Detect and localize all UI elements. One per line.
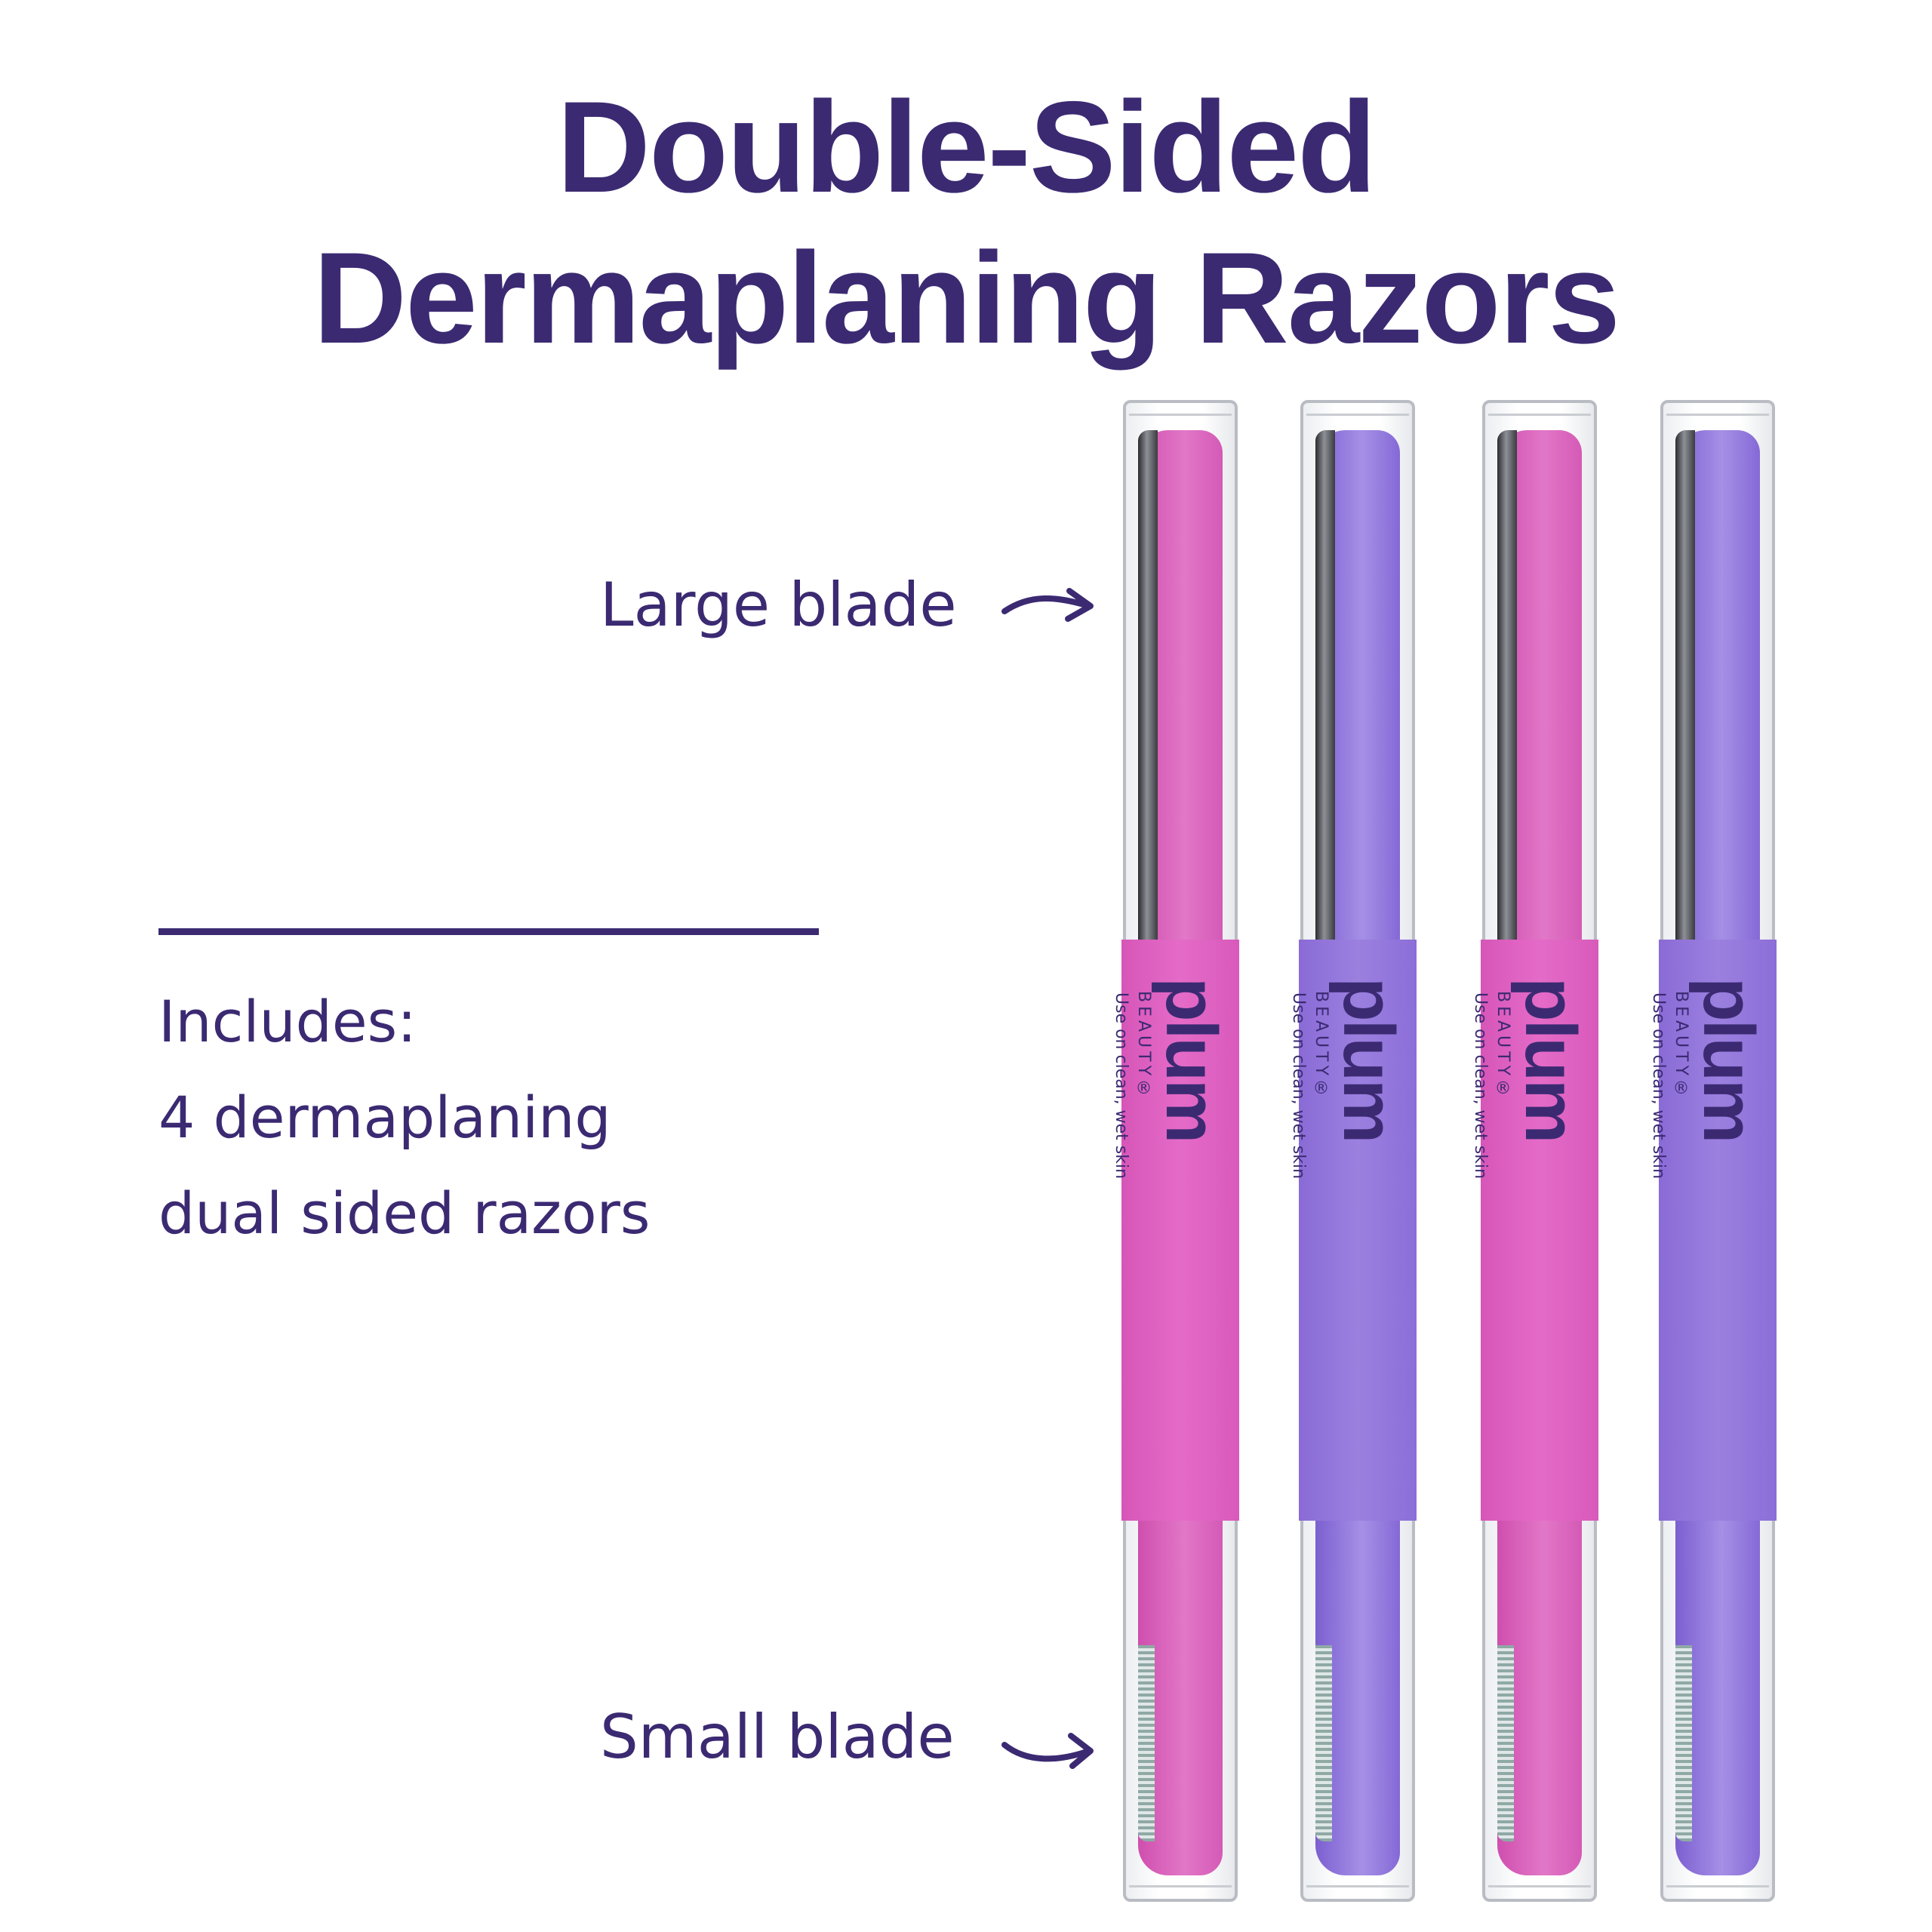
brand-logo: plum	[1328, 977, 1409, 1142]
brand-sub: BEAUTY®	[1134, 991, 1153, 1103]
includes-line-2: dual sided razors	[158, 1180, 651, 1247]
includes-heading: Includes:	[158, 988, 417, 1055]
brand-logo: plum	[1151, 977, 1232, 1142]
razor-2: plum BEAUTY® Use on clean, wet skin	[1289, 400, 1417, 1902]
usage-note: Use on clean, wet skin	[1112, 992, 1131, 1180]
title-line-2: Dermaplaning Razors	[312, 226, 1620, 371]
arrow-right-icon	[1001, 588, 1094, 622]
brand-sub: BEAUTY®	[1312, 991, 1331, 1103]
large-blade-label: Large blade	[600, 570, 957, 640]
razor-brand: plum BEAUTY® Use on clean, wet skin	[1471, 977, 1591, 1506]
razor-sleeve	[1481, 940, 1598, 1521]
razor-brand: plum BEAUTY® Use on clean, wet skin	[1289, 977, 1409, 1506]
razor-3: plum BEAUTY® Use on clean, wet skin	[1471, 400, 1598, 1902]
razor-sleeve	[1299, 940, 1417, 1521]
razor-4: plum BEAUTY® Use on clean, wet skin	[1649, 400, 1777, 1902]
page-title: Double-Sided Dermaplaning Razors	[0, 72, 1932, 374]
arrow-right-icon	[1001, 1733, 1094, 1769]
usage-note: Use on clean, wet skin	[1289, 992, 1308, 1180]
small-blade-label: Small blade	[600, 1702, 955, 1772]
razor-sleeve	[1121, 940, 1239, 1521]
usage-note: Use on clean, wet skin	[1471, 992, 1490, 1180]
includes-text: Includes: 4 dermaplaning dual sided razo…	[158, 974, 650, 1261]
title-line-1: Double-Sided	[556, 75, 1377, 220]
includes-line-1: 4 dermaplaning	[158, 1084, 611, 1151]
brand-logo: plum	[1510, 977, 1591, 1142]
razor-brand: plum BEAUTY® Use on clean, wet skin	[1112, 977, 1232, 1506]
brand-logo: plum	[1688, 977, 1769, 1142]
usage-note: Use on clean, wet skin	[1649, 992, 1668, 1180]
brand-sub: BEAUTY®	[1494, 991, 1512, 1103]
divider-rule	[158, 928, 819, 935]
brand-sub: BEAUTY®	[1672, 991, 1690, 1103]
razor-brand: plum BEAUTY® Use on clean, wet skin	[1649, 977, 1769, 1506]
razor-sleeve	[1659, 940, 1777, 1521]
razor-1: plum BEAUTY® Use on clean, wet skin	[1112, 400, 1239, 1902]
